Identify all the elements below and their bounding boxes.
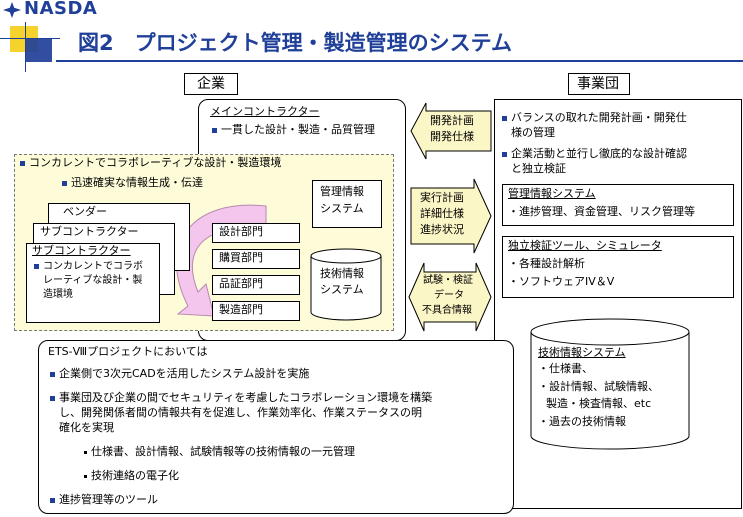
- dept-purchasing: 購買部門: [212, 249, 300, 269]
- logo-text: NASDA: [24, 0, 98, 19]
- subcontractor-box-2: [26, 243, 160, 323]
- subcontractor-title: サブコントラクター: [32, 244, 131, 257]
- company-mgmt-system: 管理情報 システム: [312, 180, 382, 228]
- agency-tech-item-4: ・過去の技術情報: [538, 415, 626, 428]
- ets-sub-bullet-1: 仕様書、設計情報、試験情報等の技術情報の一元管理: [84, 445, 355, 459]
- subcontractor-item-line-2: レーティブな設計・製: [43, 275, 143, 286]
- title-underline: [56, 60, 743, 62]
- agency-tech-item-1: ・仕様書、: [538, 362, 593, 375]
- subcontractor-item-line-3: 造環境: [43, 289, 73, 300]
- ets-sub-bullet-2: 技術連絡の電子化: [84, 469, 179, 483]
- concurrent-env-sub: 迅速確実な情報生成・伝達: [62, 176, 203, 190]
- arrow-left-dev-plan: [410, 102, 492, 160]
- agency-bullet-2-line-2: と独立検証: [511, 162, 566, 175]
- arrow-right-exec-plan: [410, 178, 492, 254]
- logo: NASDA: [2, 0, 132, 19]
- arrow-test-data-line-2: データ: [434, 290, 464, 301]
- arrow-dev-plan-line-1: 開発計画: [430, 114, 474, 127]
- ets-bullet-2-line-1: 事業団及び企業の間でセキュリティを考慮したコラボレーション環境を構築: [50, 391, 432, 405]
- main-contractor-item: 一貫した設計・製造・品質管理: [212, 123, 375, 137]
- nasda-logo-icon: [3, 2, 21, 18]
- ets-bullet-2-line-3: 確化を実現: [59, 421, 114, 434]
- concurrent-env-title: コンカレントでコラボレーティブな設計・製造環境: [20, 156, 281, 170]
- agency-tech-cylinder: [530, 318, 690, 450]
- agency-verify-item-1: ・各種設計解析: [508, 257, 585, 270]
- company-tech-system-line-2: システム: [320, 283, 364, 296]
- agency-verify-box: [502, 236, 734, 298]
- agency-tech-item-3: 製造・検査情報、etc: [546, 397, 652, 410]
- arrow-exec-plan-line-2: 詳細仕様: [420, 207, 464, 220]
- subcontractor-item-line-1: コンカレントでコラボ: [34, 261, 143, 273]
- company-tech-system-cylinder: [310, 248, 382, 321]
- title-decoration: [0, 22, 60, 72]
- agency-mgmt-box: [502, 184, 734, 226]
- dept-design: 設計部門: [212, 223, 300, 243]
- agency-bullet-1-line-2: 様の管理: [511, 126, 555, 139]
- main-contractor-title: メインコントラクター: [210, 105, 320, 118]
- agency-mgmt-item: ・進捗管理、資金管理、リスク管理等: [508, 205, 695, 218]
- arrow-test-data-line-1: 試験・検証: [423, 275, 473, 286]
- agency-mgmt-title: 管理情報システム: [508, 187, 596, 200]
- ets-heading: ETS-Ⅷプロジェクトにおいては: [48, 345, 208, 358]
- agency-verify-title: 独立検証ツール、シミュレータ: [508, 239, 662, 252]
- ets-bullet-3: 進捗管理等のツール: [50, 493, 158, 507]
- agency-tech-item-2: ・設計情報、試験情報、: [538, 380, 659, 393]
- agency-verify-item-2: ・ソフトウェアIV＆V: [508, 275, 615, 288]
- arrow-test-data-line-3: 不具合情報: [422, 305, 472, 316]
- arrow-exec-plan-line-3: 進捗状況: [420, 223, 464, 236]
- arrow-dev-plan-line-2: 開発仕様: [430, 130, 474, 143]
- agency-bullet-2-line-1: 企業活動と並行し徹底的な設計確認: [502, 147, 687, 161]
- ets-bullet-2-line-2: し、開発関係者間の情報共有を促進し、作業効率化、作業ステータスの明: [59, 406, 422, 419]
- agency-bullet-1-line-1: バランスの取れた開発計画・開発仕: [502, 111, 687, 125]
- dept-quality: 品証部門: [212, 275, 300, 295]
- page-title: 図2 プロジェクト管理・製造管理のシステム: [78, 31, 512, 55]
- arrow-both-test-data: [408, 262, 492, 332]
- ets-box: [38, 340, 514, 514]
- arrow-exec-plan-line-1: 実行計画: [420, 191, 464, 204]
- company-label: 企業: [184, 73, 238, 95]
- ets-bullet-1: 企業側で3次元CADを活用したシステム設計を実施: [50, 367, 309, 381]
- agency-label: 事業団: [568, 73, 630, 95]
- agency-tech-title: 技術情報システム: [538, 346, 626, 359]
- dept-manufacturing: 製造部門: [212, 301, 300, 321]
- company-tech-system-line-1: 技術情報: [320, 267, 364, 280]
